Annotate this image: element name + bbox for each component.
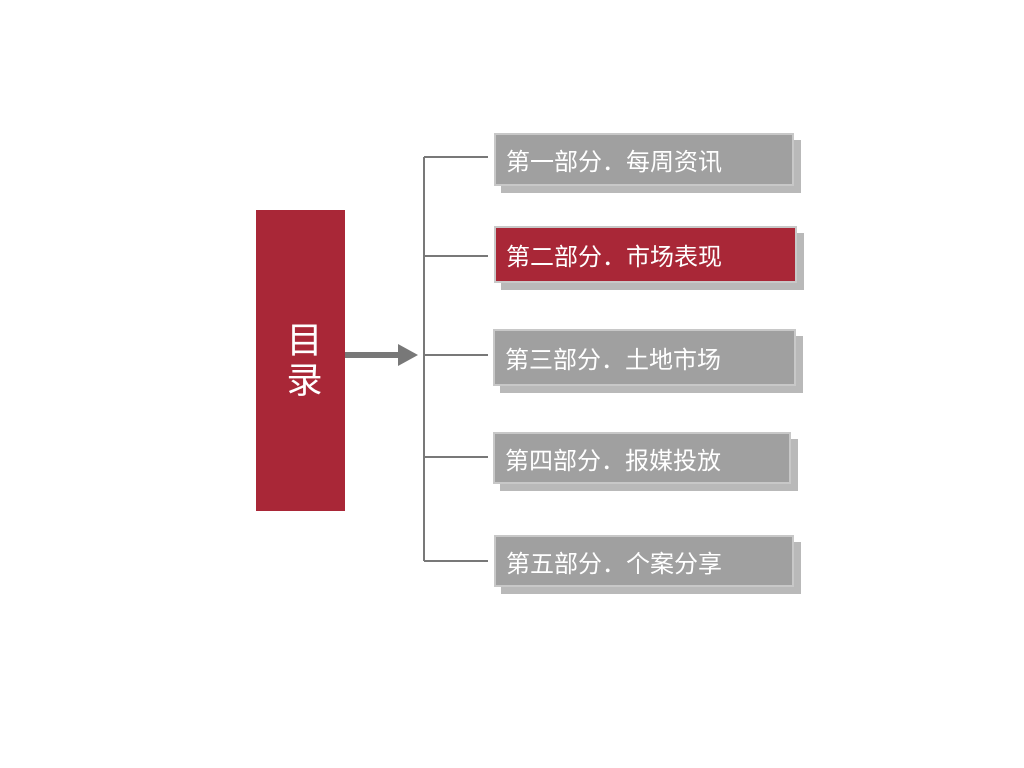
arrow-head-icon bbox=[398, 344, 418, 366]
toc-item-face: 第二部分．市场表现 bbox=[494, 226, 797, 283]
toc-item-label: 第四部分．报媒投放 bbox=[505, 446, 721, 475]
toc-item-3[interactable]: 第三部分．土地市场 bbox=[493, 329, 803, 393]
toc-item-label: 第一部分．每周资讯 bbox=[506, 148, 722, 176]
toc-item-2[interactable]: 第二部分．市场表现 bbox=[494, 226, 804, 290]
toc-title: 目录 bbox=[280, 320, 322, 401]
toc-item-face: 第三部分．土地市场 bbox=[493, 329, 796, 386]
toc-item-label: 第二部分．市场表现 bbox=[506, 243, 722, 271]
toc-title-box: 目录 bbox=[256, 210, 345, 511]
toc-item-face: 第四部分．报媒投放 bbox=[493, 432, 791, 484]
toc-item-label: 第五部分．个案分享 bbox=[506, 549, 722, 578]
toc-item-1[interactable]: 第一部分．每周资讯 bbox=[494, 133, 801, 193]
toc-item-face: 第五部分．个案分享 bbox=[494, 535, 794, 587]
toc-item-4[interactable]: 第四部分．报媒投放 bbox=[493, 432, 798, 491]
toc-item-label: 第三部分．土地市场 bbox=[505, 346, 721, 374]
toc-item-5[interactable]: 第五部分．个案分享 bbox=[494, 535, 801, 594]
toc-item-face: 第一部分．每周资讯 bbox=[494, 133, 794, 186]
